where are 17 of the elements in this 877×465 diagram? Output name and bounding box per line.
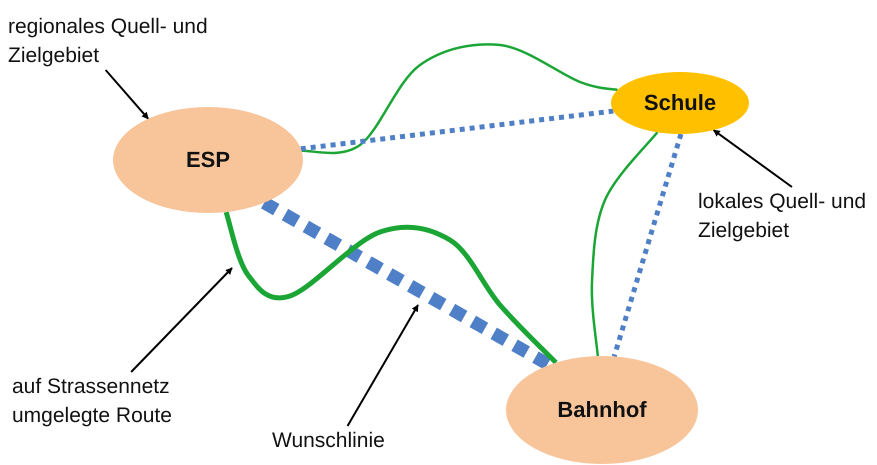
ellipse-node: ESP bbox=[113, 107, 303, 213]
annotation-text: auf Strassennetz umgelegte Route bbox=[12, 372, 227, 430]
arrow bbox=[712, 129, 793, 188]
arrow bbox=[130, 267, 233, 373]
annotation-text: Wunschlinie bbox=[272, 426, 422, 455]
ellipse-node: Bahnhof bbox=[506, 356, 698, 464]
arrow bbox=[346, 304, 419, 426]
connection-line bbox=[590, 132, 658, 356]
annotation-text: lokales Quell- und Zielgebiet bbox=[698, 187, 876, 245]
connection-line bbox=[224, 211, 558, 364]
connection-line bbox=[260, 197, 552, 371]
connection-line bbox=[612, 133, 684, 358]
connection-line bbox=[300, 108, 614, 152]
connection-line bbox=[302, 43, 618, 154]
ellipse-node: Schule bbox=[611, 72, 749, 134]
arrow bbox=[104, 69, 149, 120]
annotation-text: regionales Quell- und Zielgebiet bbox=[8, 12, 233, 70]
